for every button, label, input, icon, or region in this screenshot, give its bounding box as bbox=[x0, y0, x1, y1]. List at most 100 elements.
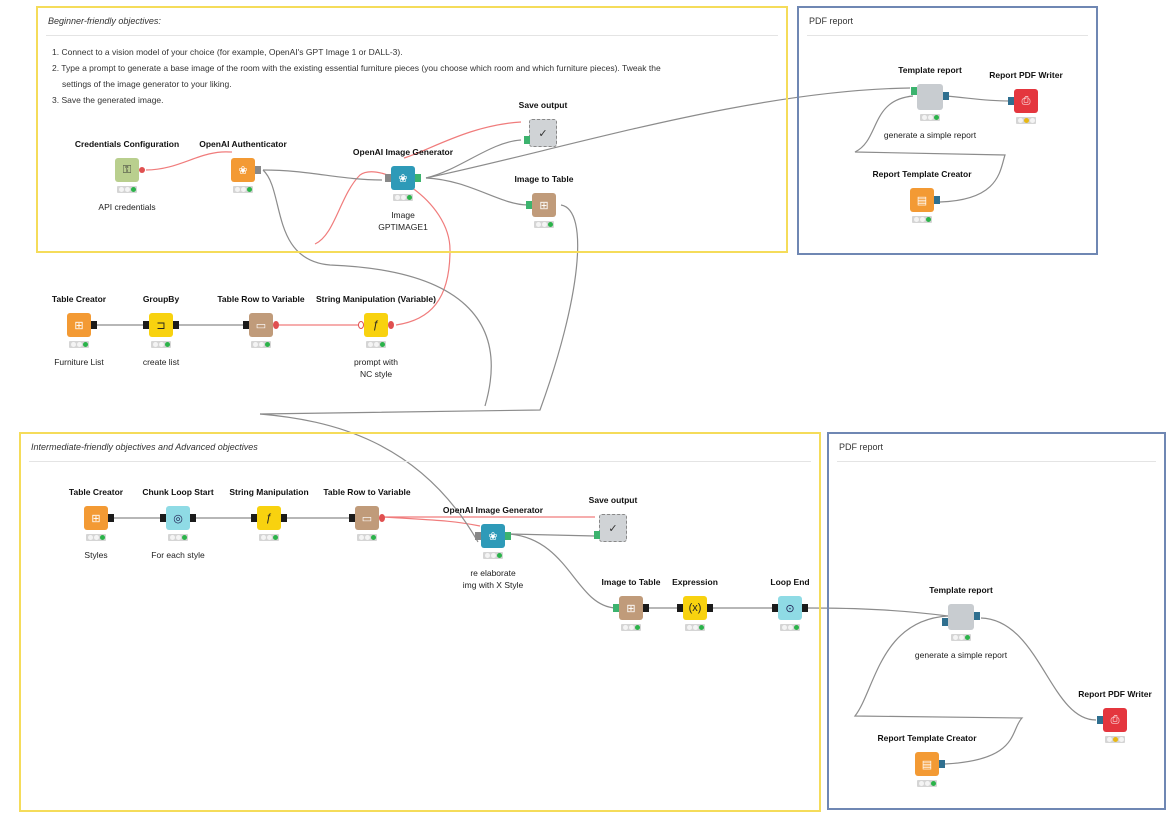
node-status bbox=[951, 634, 971, 641]
node-title: Report Template Creator bbox=[872, 169, 972, 179]
check-icon: ✓ bbox=[524, 119, 557, 147]
node-status bbox=[168, 534, 188, 541]
pdf-report-bottom-annotation: PDF report bbox=[827, 432, 1166, 810]
node-status bbox=[69, 341, 89, 348]
node-report-template-creator-top[interactable]: Report Template Creator ▤ bbox=[842, 169, 1002, 223]
groupby-icon: ⊐ bbox=[143, 313, 179, 337]
annotation-title: Beginner-friendly objectives: bbox=[48, 16, 161, 26]
string-icon: ƒ bbox=[251, 506, 287, 530]
node-credentials-configuration[interactable]: Credentials Configuration ⚿ API credenti… bbox=[47, 139, 207, 213]
node-title: Expression bbox=[672, 577, 718, 587]
annotation-divider bbox=[29, 461, 811, 462]
image-to-table-icon: ⊞ bbox=[526, 193, 556, 217]
node-report-template-creator-bottom[interactable]: Report Template Creator ▤ bbox=[847, 733, 1007, 787]
node-table-row-to-variable-top[interactable]: Table Row to Variable ▭ bbox=[181, 294, 341, 348]
node-save-output-top[interactable]: Save output ✓ bbox=[463, 100, 623, 147]
node-title: String Manipulation bbox=[229, 487, 309, 497]
node-table-creator-furniture[interactable]: Table Creator ⊞ Furniture List bbox=[0, 294, 159, 368]
row-to-variable-icon: ▭ bbox=[349, 506, 385, 530]
node-image-to-table-top[interactable]: Image to Table ⊞ bbox=[464, 174, 624, 228]
node-status bbox=[1016, 117, 1036, 124]
node-table-creator-styles[interactable]: Table Creator ⊞ Styles bbox=[16, 487, 176, 561]
node-loop-end[interactable]: Loop End ⊙ bbox=[710, 577, 870, 631]
node-title: Credentials Configuration bbox=[74, 139, 180, 149]
node-groupby[interactable]: GroupBy ⊐ create list bbox=[81, 294, 241, 368]
wire-tpl2-pdfw2 bbox=[980, 617, 1097, 721]
node-label: generate a simple report bbox=[883, 130, 977, 140]
wire-rtc2-tpl2 bbox=[853, 615, 1024, 765]
annotation-title: PDF report bbox=[809, 16, 854, 26]
wire-gen2-i2t2 bbox=[509, 533, 616, 609]
node-title: Image to Table bbox=[601, 577, 661, 587]
node-status bbox=[780, 624, 800, 631]
node-title: OpenAI Authenticator bbox=[199, 139, 287, 149]
wire-cred-auth bbox=[145, 151, 231, 171]
node-status bbox=[357, 534, 377, 541]
node-title: Save output bbox=[518, 100, 568, 110]
node-title: OpenAI Image Generator bbox=[442, 505, 544, 515]
node-template-report-top[interactable]: Template report generate a simple report bbox=[850, 65, 1010, 141]
node-title: Table Row to Variable bbox=[323, 487, 411, 497]
wire-smv-gen1-var bbox=[314, 171, 451, 326]
wire-tpl1-pdfw1 bbox=[945, 95, 1010, 102]
node-title: Image to Table bbox=[514, 174, 574, 184]
node-title: Report Template Creator bbox=[877, 733, 977, 743]
openai-icon: ❀ bbox=[475, 524, 511, 548]
node-title: GroupBy bbox=[142, 294, 180, 304]
objective-line: settings of the image generator to your … bbox=[62, 79, 232, 89]
intermediate-objectives-annotation: Intermediate-friendly objectives and Adv… bbox=[19, 432, 821, 812]
string-icon: ƒ bbox=[358, 313, 394, 337]
report-icon: ▤ bbox=[915, 752, 945, 776]
node-chunk-loop-start[interactable]: Chunk Loop Start ◎ For each style bbox=[98, 487, 258, 561]
node-title: Table Creator bbox=[68, 487, 124, 497]
node-status bbox=[259, 534, 279, 541]
pdf-icon: ⎙ bbox=[1097, 708, 1127, 732]
objective-line: 3. Save the generated image. bbox=[52, 95, 164, 105]
node-string-manipulation[interactable]: String Manipulation ƒ bbox=[189, 487, 349, 541]
node-status bbox=[151, 341, 171, 348]
component-icon bbox=[911, 84, 949, 110]
table-icon: ⊞ bbox=[84, 506, 114, 530]
node-status bbox=[621, 624, 641, 631]
node-title: Template report bbox=[898, 65, 962, 75]
annotation-text: 1. Connect to a vision model of your cho… bbox=[52, 44, 792, 108]
node-status bbox=[86, 534, 106, 541]
node-report-pdf-writer-top[interactable]: Report PDF Writer ⎙ bbox=[946, 70, 1106, 124]
wire-tr2v2-gen2-var-b bbox=[383, 516, 481, 527]
node-label: Styles bbox=[84, 550, 108, 560]
wire-gen1-save1 bbox=[425, 139, 522, 179]
node-title: OpenAI Image Generator bbox=[352, 147, 454, 157]
node-report-pdf-writer-bottom[interactable]: Report PDF Writer ⎙ bbox=[1035, 689, 1167, 743]
wire-auth-down bbox=[262, 169, 492, 407]
node-title: Table Creator bbox=[51, 294, 107, 304]
component-icon bbox=[942, 604, 980, 630]
node-expression[interactable]: Expression (x) bbox=[615, 577, 775, 631]
node-status bbox=[685, 624, 705, 631]
wire-loopend-tpl2 bbox=[807, 607, 949, 617]
node-save-output-bottom[interactable]: Save output ✓ bbox=[533, 495, 693, 542]
node-title: String Manipulation (Variable) bbox=[316, 294, 436, 304]
node-openai-authenticator[interactable]: OpenAI Authenticator ❀ bbox=[163, 139, 323, 193]
objective-line: 2. Type a prompt to generate a base imag… bbox=[52, 63, 661, 73]
node-table-row-to-variable-bottom[interactable]: Table Row to Variable ▭ bbox=[287, 487, 447, 541]
loop-end-icon: ⊙ bbox=[772, 596, 808, 620]
annotation-title: PDF report bbox=[839, 442, 884, 452]
report-icon: ▤ bbox=[910, 188, 940, 212]
image-to-table-icon: ⊞ bbox=[613, 596, 649, 620]
wire-gen1-tpl1 bbox=[425, 87, 911, 179]
node-title: Table Row to Variable bbox=[217, 294, 305, 304]
wire-auth-gen1 bbox=[262, 169, 383, 181]
node-template-report-bottom[interactable]: Template report generate a simple report bbox=[881, 585, 1041, 661]
key-icon: ⚿ bbox=[115, 158, 145, 182]
node-title: Loop End bbox=[770, 577, 810, 587]
node-string-manipulation-variable[interactable]: String Manipulation (Variable) ƒ prompt … bbox=[296, 294, 456, 380]
node-title: Chunk Loop Start bbox=[142, 487, 214, 497]
node-status bbox=[917, 780, 937, 787]
node-image-to-table-bottom[interactable]: Image to Table ⊞ bbox=[551, 577, 711, 631]
wire-lower-to-gen2 bbox=[259, 413, 479, 543]
node-status bbox=[366, 341, 386, 348]
